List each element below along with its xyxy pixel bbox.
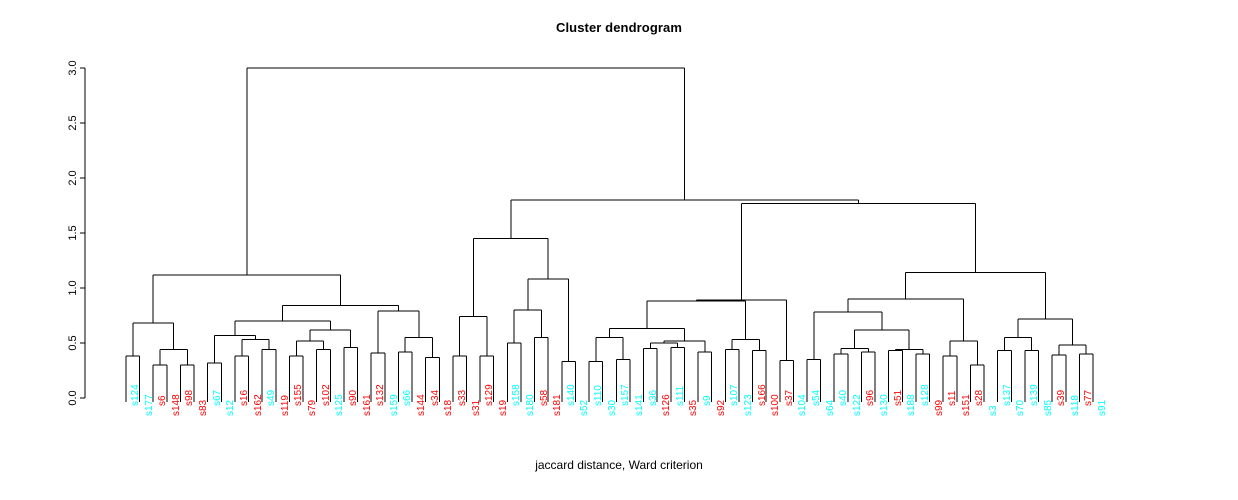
leaf-label: s51 (892, 389, 904, 406)
leaf-label: s118 (1069, 395, 1081, 416)
page-title: Cluster dendrogram (555, 20, 683, 35)
leaf-label: s9 (702, 395, 714, 406)
leaf-label: s85 (1042, 399, 1054, 416)
y-axis-tick-label: 3.0 (67, 60, 79, 76)
y-axis-tick-label: 2.5 (67, 115, 79, 131)
leaf-label: s144 (416, 394, 428, 416)
leaf-label: s158 (511, 384, 523, 406)
leaf-label: s125 (334, 394, 346, 416)
y-axis-tick-label: 1.5 (67, 225, 79, 241)
leaf-label: s141 (633, 394, 645, 416)
leaf-label: s39 (1056, 389, 1068, 406)
leaf-label: s49 (266, 389, 278, 406)
leaf-label: s58 (538, 389, 550, 406)
leaf-label: s30 (606, 399, 618, 416)
leaf-label: s119 (279, 395, 291, 416)
y-axis-tick-label: 0.5 (67, 335, 79, 351)
leaf-label: s122 (851, 394, 863, 416)
leaf-label: s79 (307, 399, 319, 416)
leaf-label: s34 (429, 389, 441, 406)
leaf-label: s100 (770, 394, 782, 416)
leaf-label: s123 (742, 394, 754, 416)
leaf-label: s126 (661, 394, 673, 416)
leaf-label: s91 (1097, 399, 1109, 416)
leaf-label: s83 (198, 399, 210, 416)
leaf-label: s28 (974, 389, 986, 406)
leaf-label: s6 (157, 395, 169, 406)
leaf-label: s155 (293, 384, 305, 406)
leaf-label: s67 (211, 389, 223, 406)
leaf-label: s140 (565, 384, 577, 406)
leaf-label: s181 (552, 394, 564, 416)
leaf-label: s98 (184, 389, 196, 406)
leaf-label: s16 (238, 389, 250, 406)
leaf-label: s18 (443, 399, 455, 416)
leaf-label: s11 (947, 390, 959, 406)
leaf-label: s90 (347, 389, 359, 406)
leaf-label: s111 (674, 385, 686, 406)
leaf-label: s180 (524, 394, 536, 416)
leaf-label: s104 (797, 394, 809, 416)
leaf-label: s148 (170, 394, 182, 416)
leaf-label: s128 (919, 384, 931, 406)
leaf-label: s37 (783, 389, 795, 406)
leaf-label: s177 (143, 394, 155, 416)
leaf-label: s129 (484, 384, 496, 406)
leaf-label: s166 (756, 384, 768, 406)
y-axis-tick-label: 0.0 (67, 390, 79, 406)
leaf-label: s64 (824, 399, 836, 416)
leaf-label: s151 (960, 394, 972, 416)
leaf-label: s66 (402, 389, 414, 406)
leaf-label: s130 (879, 394, 891, 416)
leaf-label: s70 (1015, 399, 1027, 416)
leaf-label: s96 (865, 389, 877, 406)
leaf-label: s110 (593, 385, 605, 406)
leaf-label: s36 (647, 389, 659, 406)
leaf-label: s52 (579, 399, 591, 416)
leaf-label: s161 (361, 394, 373, 416)
leaf-label: s19 (497, 399, 509, 416)
leaf-label: s139 (1028, 384, 1040, 406)
leaf-label: s159 (388, 394, 400, 416)
y-axis-tick-label: 1.0 (67, 280, 79, 296)
leaf-label: s107 (729, 384, 741, 406)
leaf-label: s137 (1001, 384, 1013, 406)
leaf-label: s3 (988, 405, 1000, 416)
leaf-label: s31 (470, 399, 482, 416)
leaf-label: s12 (225, 399, 237, 416)
leaf-label: s132 (375, 384, 387, 406)
leaf-label: s77 (1083, 389, 1095, 406)
leaf-label: s54 (811, 389, 822, 406)
leaf-label: s35 (688, 399, 700, 416)
leaf-label: s40 (838, 389, 850, 406)
leaf-label: s188 (906, 394, 918, 416)
leaf-label: s157 (620, 384, 632, 406)
leaf-label: s102 (320, 384, 332, 406)
leaf-label: s99 (933, 399, 945, 416)
leaf-label: s162 (252, 394, 264, 416)
leaf-label: s92 (715, 399, 727, 416)
y-axis-tick-label: 2.0 (67, 170, 79, 186)
leaf-label: s33 (456, 389, 468, 406)
x-axis-label: jaccard distance, Ward criterion (535, 458, 703, 472)
leaf-label: s124 (130, 384, 141, 406)
